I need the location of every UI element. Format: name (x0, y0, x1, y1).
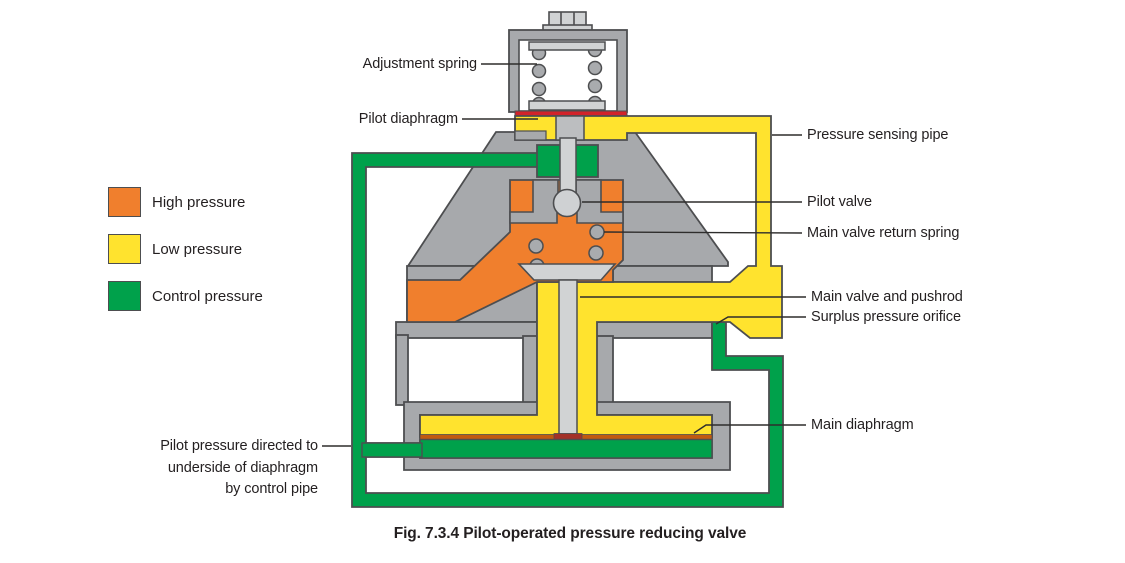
note-line-3: by control pipe (225, 481, 318, 497)
main-valve-disc (517, 263, 617, 281)
label-pressure-sensing-pipe: Pressure sensing pipe (807, 127, 949, 143)
pushrod (558, 279, 578, 435)
control-pipe (351, 152, 784, 508)
legend-label-high-pressure: High pressure (152, 194, 246, 211)
label-pilot-valve: Pilot valve (807, 194, 872, 210)
legend-swatch-high-pressure (108, 187, 141, 217)
label-main-valve-return-spring: Main valve return spring (807, 225, 960, 241)
label-pilot-diaphragm: Pilot diaphragm (358, 111, 458, 127)
legend-swatch-low-pressure (108, 234, 141, 264)
pilot-rod (559, 137, 577, 197)
label-adjustment-spring: Adjustment spring (362, 56, 477, 72)
figure-caption: Fig. 7.3.4 Pilot-operated pressure reduc… (393, 525, 747, 542)
legend-swatch-control-pressure (108, 281, 141, 311)
label-surplus-pressure-orifice: Surplus pressure orifice (811, 309, 961, 325)
spring-seat-plates (528, 41, 606, 111)
pilot-valve-ball (552, 188, 582, 218)
label-main-diaphragm: Main diaphragm (811, 417, 914, 433)
control-pipe-stub (361, 442, 423, 458)
note-line-1: Pilot pressure directed to (160, 438, 318, 454)
adjustment-bolt (542, 11, 593, 33)
diaphragm-underside-chamber (419, 438, 713, 459)
label-main-valve-and-pushrod: Main valve and pushrod (811, 289, 963, 305)
legend-label-low-pressure: Low pressure (152, 241, 243, 258)
main-valve-return-spring-coils (528, 224, 605, 274)
legend-label-control-pressure: Control pressure (152, 288, 263, 305)
note-line-2: underside of diaphragm (167, 459, 318, 476)
pilot-spring-seat-block (555, 115, 585, 141)
pilot-chamber-floor (514, 130, 547, 141)
label-control-pipe-note: Pilot pressure directed to underside of … (78, 436, 318, 501)
leader-lines (322, 63, 806, 447)
